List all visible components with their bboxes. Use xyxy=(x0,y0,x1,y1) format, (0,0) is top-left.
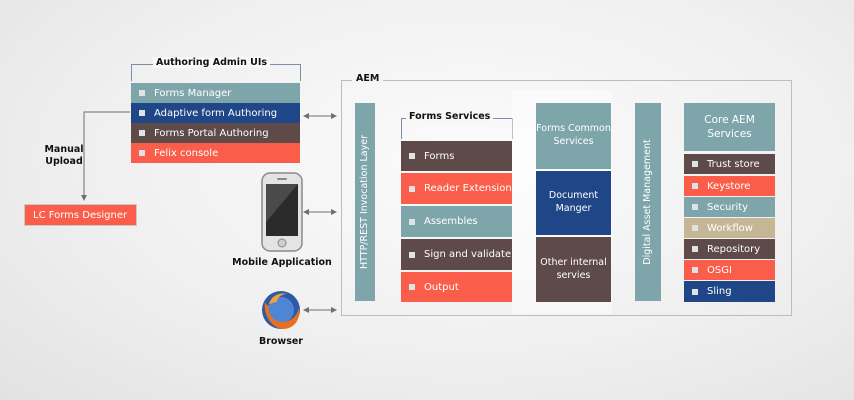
authoring-item-forms-portal[interactable]: Forms Portal Authoring xyxy=(131,123,300,143)
common-services-box[interactable]: Forms Common Services xyxy=(536,103,611,169)
forms-services-title: Forms Services xyxy=(406,111,494,122)
core-services-label: Core AEM Services xyxy=(704,113,755,140)
item-label: Forms Portal Authoring xyxy=(154,127,269,139)
item-label: Security xyxy=(707,201,749,213)
aem-frame xyxy=(341,80,792,316)
bullet-icon xyxy=(692,288,698,295)
item-label: Assembles xyxy=(424,216,478,227)
core-item-osgi[interactable]: OSGI xyxy=(684,260,775,280)
mobile-phone-icon xyxy=(261,172,303,252)
item-label: Sling xyxy=(707,286,732,297)
authoring-title: Authoring Admin UIs xyxy=(153,57,271,68)
item-label: Keystore xyxy=(707,180,751,192)
bullet-icon xyxy=(692,267,698,273)
mobile-label: Mobile Application xyxy=(232,257,332,268)
common-services-label: Forms Common Services xyxy=(536,123,611,147)
item-label: Forms Manager xyxy=(154,87,232,99)
bullet-icon xyxy=(409,284,415,290)
item-label: OSGI xyxy=(707,264,732,276)
core-services-header[interactable]: Core AEM Services xyxy=(684,103,775,151)
item-label: Sign and validate xyxy=(424,249,512,260)
bullet-icon xyxy=(409,185,415,192)
document-manager-box[interactable]: Document Manger xyxy=(536,171,611,235)
forms-services-item-output[interactable]: Output xyxy=(401,272,512,302)
forms-services-item-reader-extensions[interactable]: Reader Extensions xyxy=(401,173,512,204)
item-label: Felix console xyxy=(154,147,219,159)
item-label: Trust store xyxy=(707,158,760,170)
core-item-keystore[interactable]: Keystore xyxy=(684,176,775,196)
bullet-icon xyxy=(409,251,415,258)
document-manager-label: Document Manger xyxy=(548,190,599,214)
bullet-icon xyxy=(139,90,145,96)
core-item-repository[interactable]: Repository xyxy=(684,239,775,259)
bullet-icon xyxy=(692,204,698,210)
designer-label: LC Forms Designer xyxy=(33,209,128,221)
forms-services-item-sign-validate[interactable]: Sign and validate xyxy=(401,239,512,270)
bullet-icon xyxy=(692,246,698,252)
authoring-item-forms-manager[interactable]: Forms Manager xyxy=(131,83,300,103)
other-services-box[interactable]: Other internal servies xyxy=(536,237,611,302)
http-invocation-layer[interactable] xyxy=(355,103,375,301)
item-label: Repository xyxy=(707,243,761,255)
other-services-label: Other internal servies xyxy=(540,256,607,281)
core-item-workflow[interactable]: Workflow xyxy=(684,218,775,238)
bullet-icon xyxy=(692,161,698,167)
forms-services-item-forms[interactable]: Forms xyxy=(401,141,512,171)
core-item-security[interactable]: Security xyxy=(684,197,775,217)
aem-title: AEM xyxy=(352,73,384,84)
item-label: Reader Extensions xyxy=(424,183,512,194)
browser-icon xyxy=(259,288,303,332)
core-item-sling[interactable]: Sling xyxy=(684,281,775,302)
core-item-trust-store[interactable]: Trust store xyxy=(684,154,775,174)
http-layer-label: HTTP/REST Invocation Layer xyxy=(359,135,370,269)
manual-upload-label: Manual Upload xyxy=(44,144,84,168)
item-label: Adaptive form Authoring xyxy=(154,107,278,119)
lc-forms-designer[interactable]: LC Forms Designer xyxy=(24,204,137,226)
digital-asset-management[interactable] xyxy=(635,103,661,301)
bullet-icon xyxy=(692,225,698,231)
bullet-icon xyxy=(139,110,145,116)
dam-label: Digital Asset Management xyxy=(642,139,653,265)
bullet-icon xyxy=(139,150,145,156)
authoring-item-felix-console[interactable]: Felix console xyxy=(131,143,300,163)
item-label: Workflow xyxy=(707,222,753,234)
bullet-icon xyxy=(139,130,145,136)
bullet-icon xyxy=(409,153,415,159)
manual-upload-connector xyxy=(81,111,130,201)
item-label: Forms xyxy=(424,150,455,162)
forms-services-item-assembles[interactable]: Assembles xyxy=(401,206,512,237)
item-label: Output xyxy=(424,281,459,293)
bullet-icon xyxy=(409,218,415,225)
authoring-item-adaptive-form[interactable]: Adaptive form Authoring xyxy=(131,103,300,123)
browser-label: Browser xyxy=(258,336,303,347)
bullet-icon xyxy=(692,183,698,189)
